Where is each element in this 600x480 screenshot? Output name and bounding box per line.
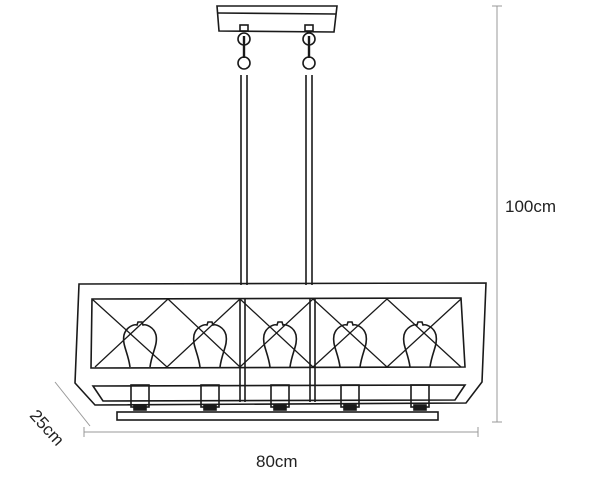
socket-cap	[133, 404, 147, 411]
socket-cap	[413, 404, 427, 411]
suspension-chain-left	[237, 24, 251, 285]
bulb-icon	[122, 321, 158, 368]
dimension-lines	[54, 5, 502, 437]
bulbs	[122, 321, 438, 411]
socket-cap	[343, 404, 357, 411]
socket-cap	[273, 404, 287, 411]
bulb-icon	[262, 321, 298, 368]
bulb-icon	[402, 321, 438, 368]
bottom-bar	[116, 411, 439, 421]
suspension-chain-right	[302, 24, 316, 285]
height-dimension-label: 100cm	[505, 197, 557, 216]
bulb-icon	[192, 321, 228, 368]
width-dimension-label: 80cm	[256, 452, 298, 471]
ceiling-canopy	[216, 5, 338, 33]
socket-cap	[203, 404, 217, 411]
shade-frame	[74, 282, 487, 406]
bulb-icon	[332, 321, 368, 368]
bulb-socket	[130, 384, 150, 408]
